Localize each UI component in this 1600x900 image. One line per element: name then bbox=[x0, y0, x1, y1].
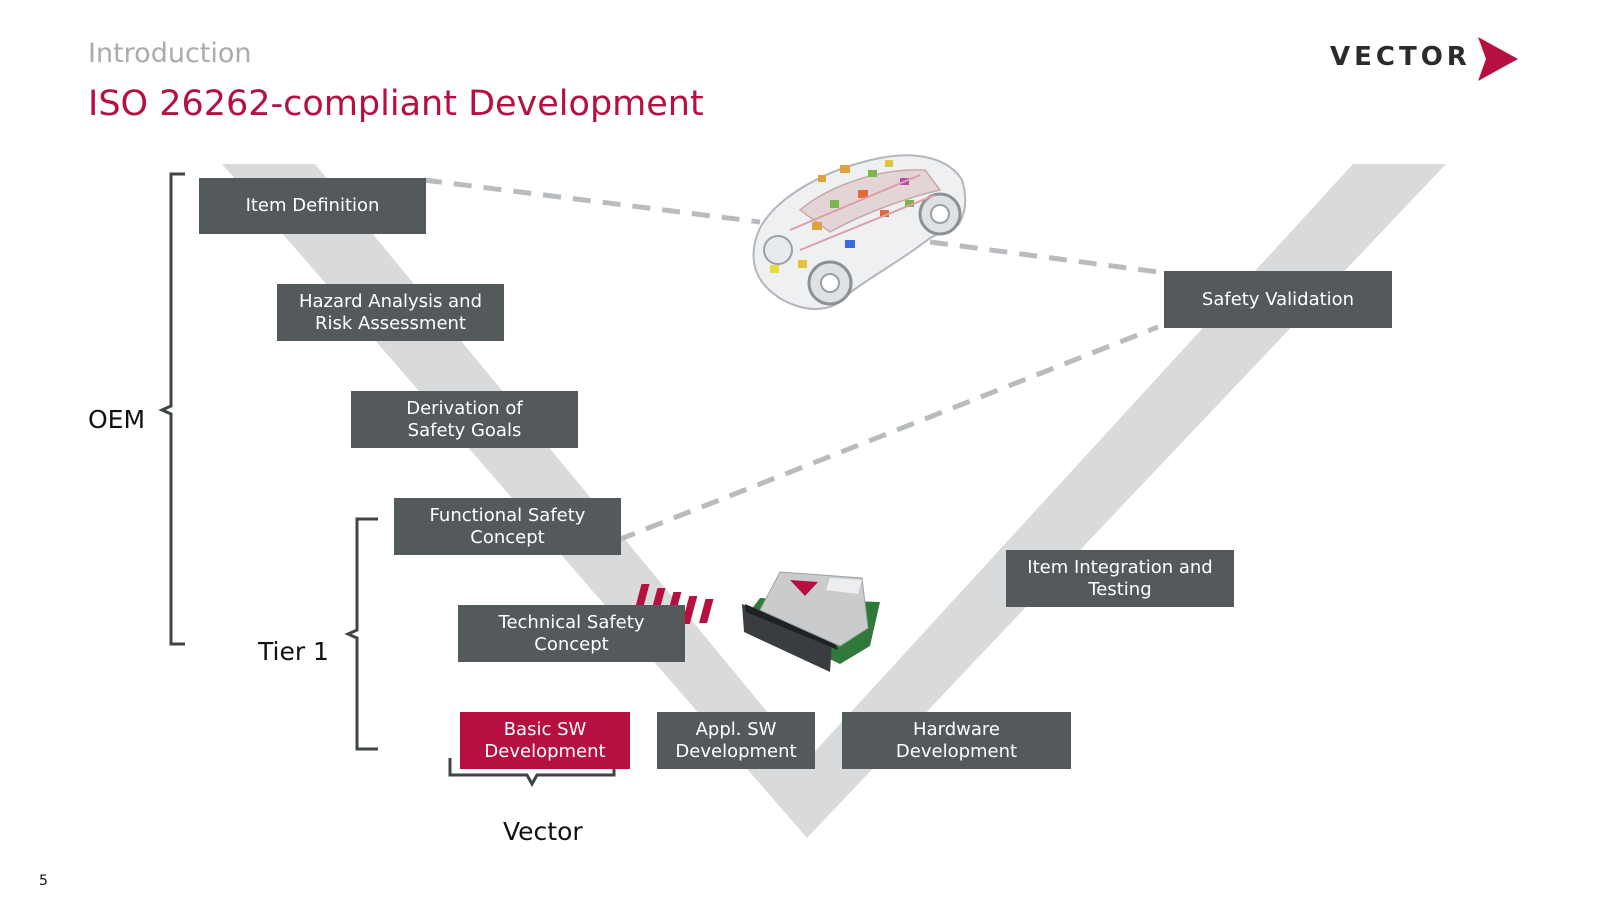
box-technical-safety-concept: Technical Safety Concept bbox=[458, 605, 685, 662]
box-functional-safety-concept: Functional Safety Concept bbox=[394, 498, 621, 555]
box-item-definition: Item Definition bbox=[199, 178, 426, 234]
label-vector: Vector bbox=[503, 817, 583, 846]
box-basic-sw-development: Basic SW Development bbox=[460, 712, 630, 769]
box-hardware-development: Hardware Development bbox=[842, 712, 1071, 769]
bracket-oem bbox=[158, 172, 185, 646]
box-safety-goals: Derivation of Safety Goals bbox=[351, 391, 578, 448]
page-title: ISO 26262-compliant Development bbox=[88, 84, 704, 124]
vector-logo: VECTOR bbox=[1330, 34, 1526, 84]
label-tier1: Tier 1 bbox=[258, 637, 329, 666]
bracket-vector bbox=[448, 758, 616, 788]
box-appl-sw-development: Appl. SW Development bbox=[657, 712, 815, 769]
box-item-integration-testing: Item Integration and Testing bbox=[1006, 550, 1234, 607]
logo-chevron-icon bbox=[1478, 37, 1518, 81]
bracket-tier1 bbox=[344, 517, 378, 751]
section-label: Introduction bbox=[88, 38, 252, 69]
box-hazard-analysis: Hazard Analysis and Risk Assessment bbox=[277, 284, 504, 341]
car-illustration bbox=[752, 154, 967, 310]
label-oem: OEM bbox=[88, 405, 146, 434]
box-safety-validation: Safety Validation bbox=[1164, 271, 1392, 328]
logo-wordmark: VECTOR bbox=[1330, 42, 1471, 72]
page-number: 5 bbox=[39, 873, 48, 889]
dashed-connectors bbox=[423, 177, 1159, 543]
ecu-board-illustration bbox=[633, 571, 880, 672]
